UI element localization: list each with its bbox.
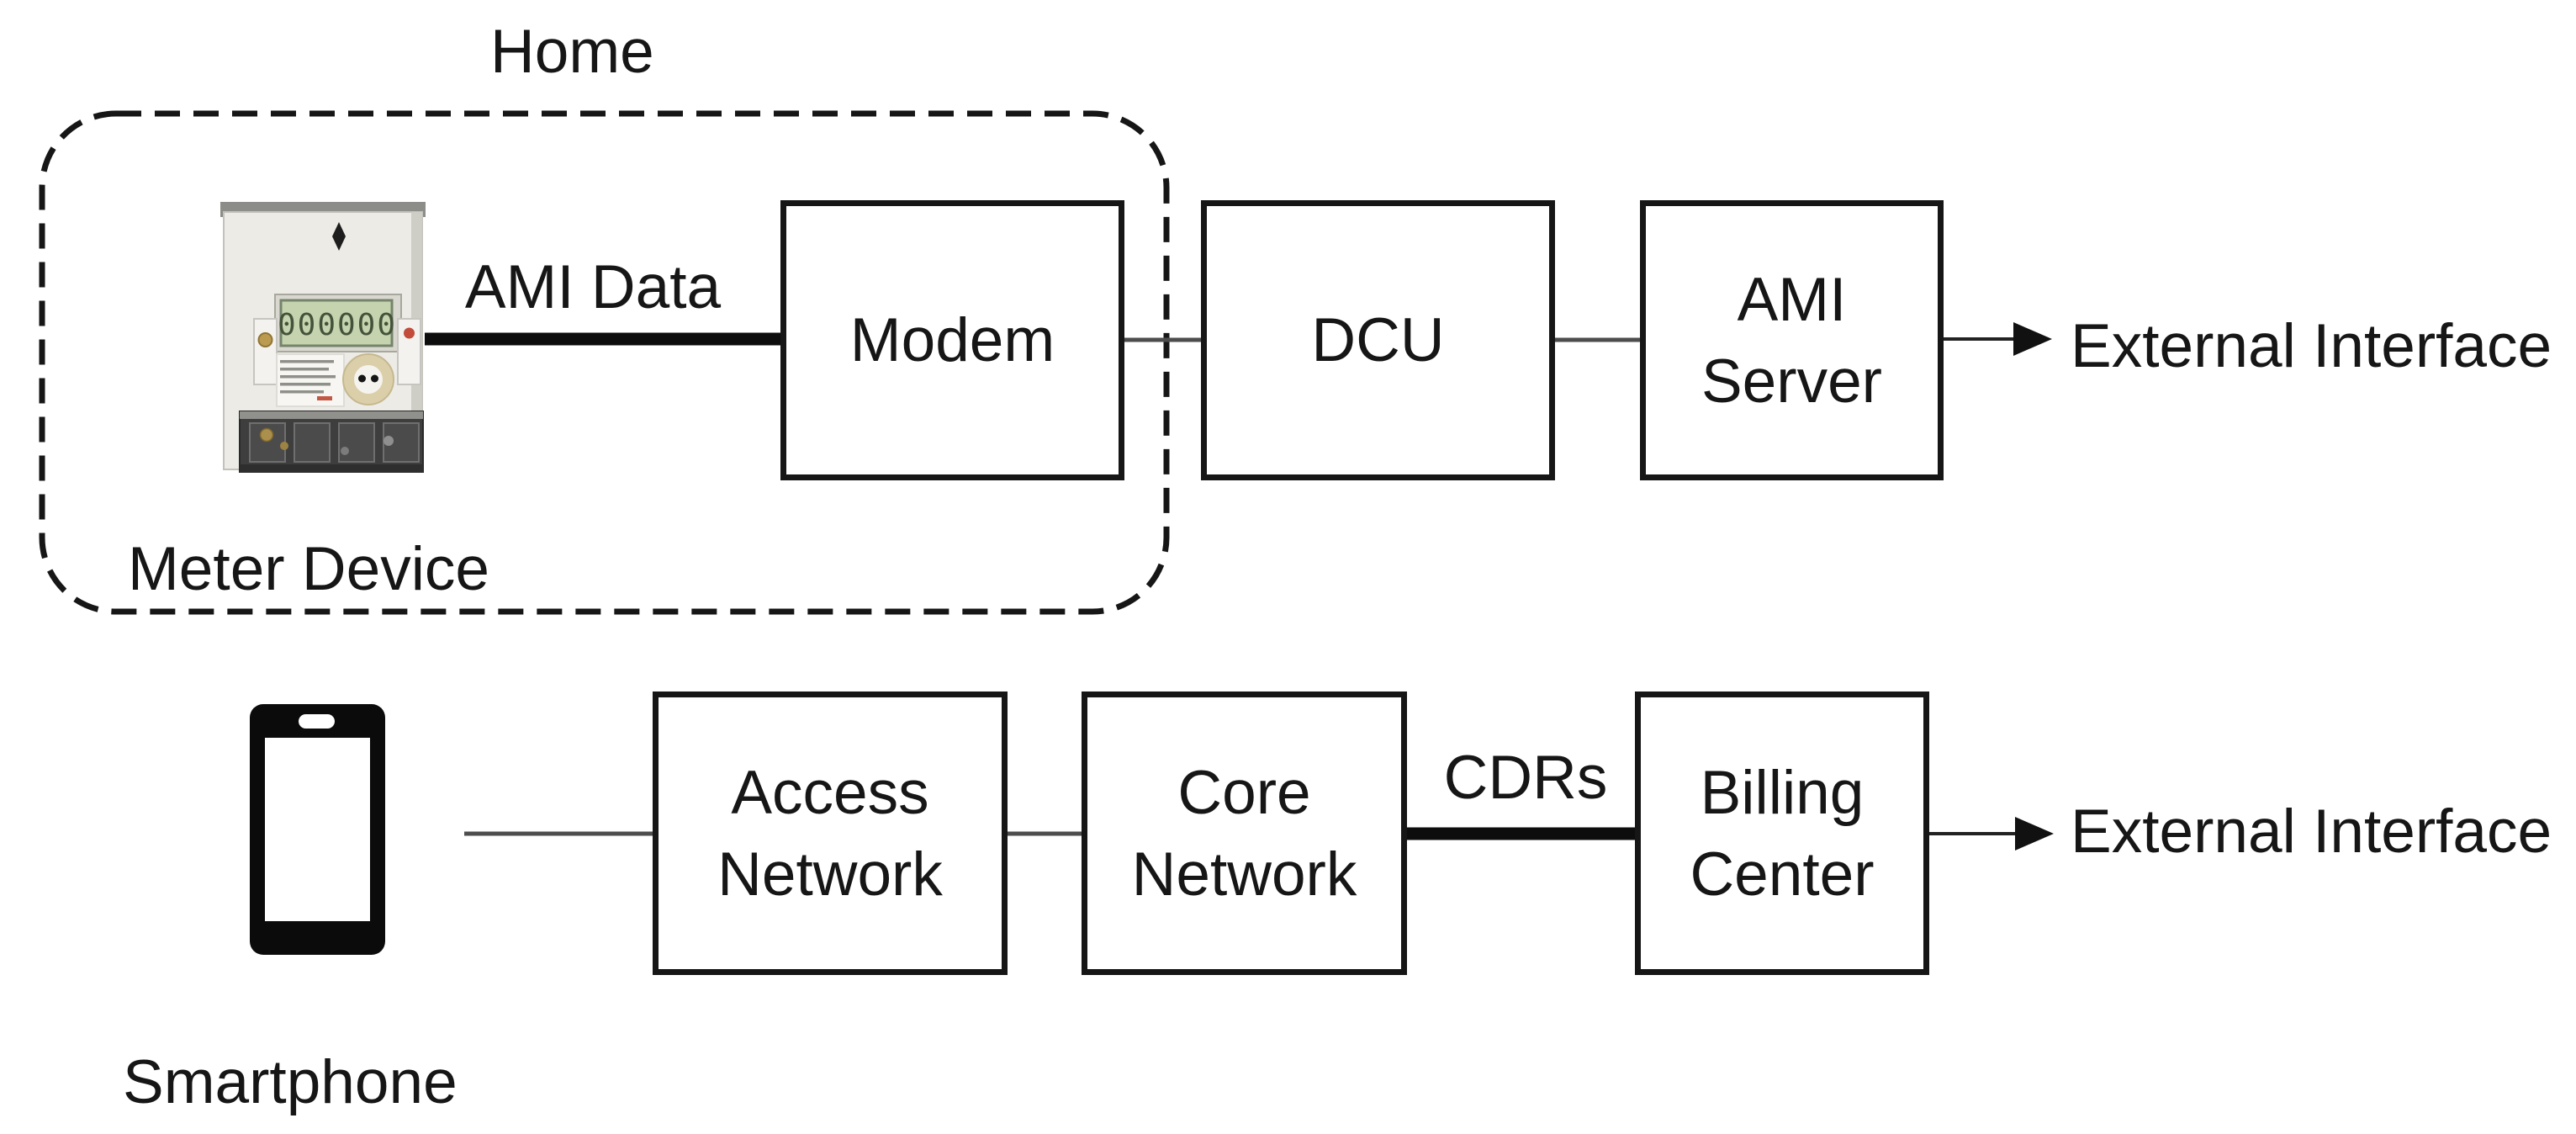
billing-center-box: Billing Center xyxy=(1635,692,1929,975)
meter-lcd-value: 000000 xyxy=(278,308,397,342)
right-arrowhead-icon xyxy=(2013,322,2052,356)
access-network-box: Access Network xyxy=(653,692,1008,975)
right-arrowhead-icon xyxy=(2015,817,2054,850)
access-network-box-label: Access Network xyxy=(717,758,943,909)
ami-server-box: AMI Server xyxy=(1640,200,1944,480)
dcu-box: DCU xyxy=(1201,200,1555,480)
home-group-label: Home xyxy=(490,18,654,86)
billing-center-box-label: Billing Center xyxy=(1690,758,1875,909)
meter-lcd xyxy=(279,299,394,347)
smartphone-label: Smartphone xyxy=(123,1048,458,1116)
smartphone-screen xyxy=(265,738,370,921)
dcu-box-label: DCU xyxy=(1311,306,1445,374)
ami-server-external-arrow xyxy=(1944,322,2052,356)
core-network-box: Core Network xyxy=(1082,692,1407,975)
smartphone-earpiece xyxy=(299,714,335,729)
meter-diamond-mark xyxy=(332,222,346,251)
meter-device-image: 000000 xyxy=(220,202,426,473)
meter-device-label: Meter Device xyxy=(128,535,490,603)
external-interface-label-top: External Interface xyxy=(2071,312,2552,380)
smartphone-icon xyxy=(250,704,385,955)
external-interface-label-bottom: External Interface xyxy=(2071,798,2552,866)
modem-box-label: Modem xyxy=(849,306,1055,374)
billing-external-arrow xyxy=(1929,817,2054,850)
home-dashed-boundary xyxy=(39,110,1170,615)
core-network-box-label: Core Network xyxy=(1131,758,1357,909)
ami-data-link-label: AMI Data xyxy=(464,253,722,321)
ami-server-box-label: AMI Server xyxy=(1701,265,1882,416)
modem-box: Modem xyxy=(780,200,1124,480)
cdrs-link-label: CDRs xyxy=(1443,744,1608,812)
